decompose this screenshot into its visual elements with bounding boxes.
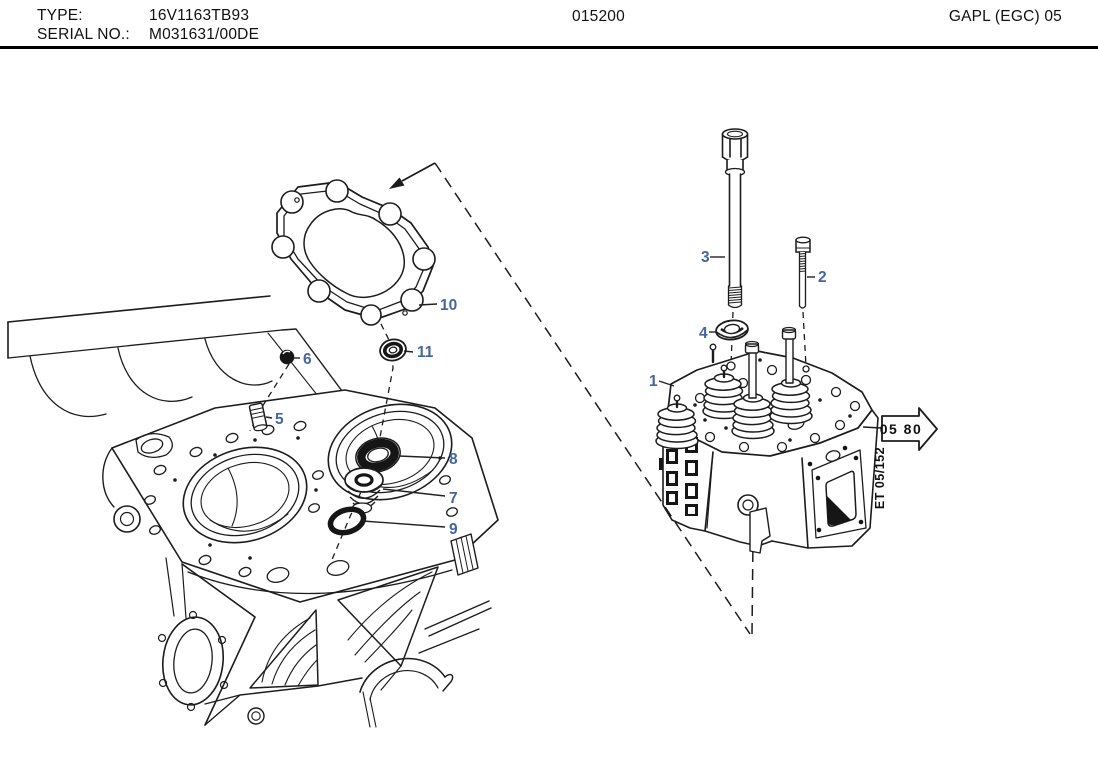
serial-label: SERIAL NO.: <box>37 26 130 43</box>
sheet-ref-label: ET 05/152 <box>873 447 887 509</box>
callout-8: 8 <box>449 451 458 468</box>
callout-leaders <box>265 256 815 528</box>
callout-7: 7 <box>449 490 458 507</box>
type-value: 16V1163TB93 <box>149 7 250 24</box>
callout-1: 1 <box>649 373 658 390</box>
header-rule <box>0 46 1098 49</box>
seal-ring-part-8 <box>355 437 401 473</box>
stud-part-3 <box>721 128 749 309</box>
serial-value: M031631/00DE <box>149 26 260 43</box>
grommet-part-11 <box>379 338 407 362</box>
pin-part-5 <box>248 402 268 432</box>
gasket-part-10 <box>271 179 436 326</box>
callout-5: 5 <box>275 411 284 428</box>
engine-block-drawing <box>7 295 499 728</box>
callout-10: 10 <box>440 297 457 314</box>
callout-11: 11 <box>417 344 434 361</box>
callout-9: 9 <box>449 521 458 538</box>
doc-ref: GAPL (EGC) 05 <box>948 8 1062 25</box>
washer-part-4 <box>715 319 749 341</box>
callout-6: 6 <box>303 351 312 368</box>
page-ref-label: 05 80 <box>880 421 923 437</box>
header-id-block: TYPE: 16V1163TB93 SERIAL NO.: M031631/00… <box>37 7 259 44</box>
plug-part-6 <box>279 349 295 365</box>
callout-2: 2 <box>818 269 827 286</box>
locating-arrow <box>389 162 436 189</box>
bolt-part-2 <box>795 236 811 309</box>
group-code: 015200 <box>572 8 625 25</box>
o-ring-part-9 <box>327 506 367 536</box>
type-label: TYPE: <box>37 7 83 24</box>
page-ref-arrow: 05 80 <box>862 407 938 451</box>
cylinder-head-part-1 <box>655 326 879 554</box>
callout-3: 3 <box>701 249 710 266</box>
callout-4: 4 <box>699 325 708 342</box>
